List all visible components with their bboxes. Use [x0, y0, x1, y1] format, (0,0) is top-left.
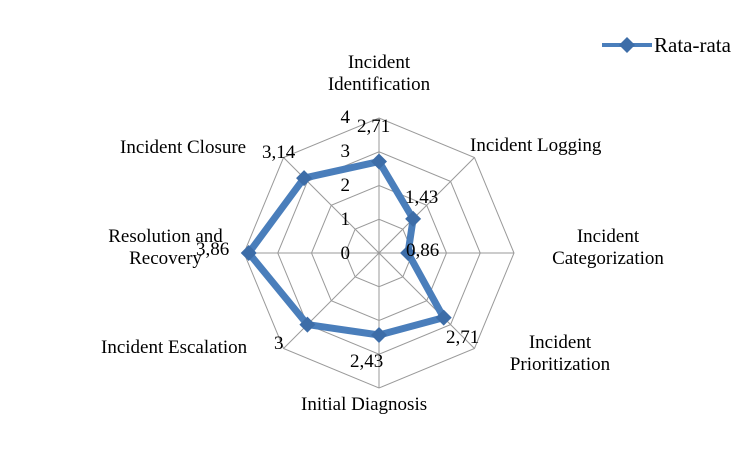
axis-label-incident-logging: Incident Logging — [470, 135, 601, 157]
axis-label-incident-prioritization-line2: Prioritization — [509, 354, 611, 375]
axis-label-incident-categorization-line1: Incident — [576, 226, 640, 247]
value-label-incident-identification: 2,71 — [357, 116, 391, 137]
axis-label-incident-identification-line1: Incident — [347, 52, 411, 73]
series-marker-2 — [400, 245, 417, 261]
radial-tick-1: 1 — [340, 209, 351, 230]
radar-axis-spoke-1 — [378, 157, 475, 254]
series-marker-4 — [371, 327, 387, 344]
value-label-incident-prioritization: 2,71 — [446, 327, 480, 348]
series-marker-6 — [240, 245, 257, 261]
axis-label-incident-closure: Incident Closure — [120, 137, 246, 159]
series-marker-1 — [405, 210, 422, 227]
axis-label-incident-categorization: Incident Categorization — [528, 226, 688, 270]
axis-label-resolution-and-recovery: Resolution and Recovery — [88, 226, 243, 270]
series-marker-5 — [299, 316, 316, 333]
radial-tick-2: 2 — [340, 175, 351, 196]
legend-series-swatch — [600, 34, 654, 56]
chart-legend: Rata-rata — [600, 31, 731, 59]
axis-label-incident-escalation: Incident Escalation — [101, 337, 247, 359]
value-label-incident-categorization: 0,86 — [406, 240, 440, 261]
axis-label-incident-prioritization: Incident Prioritization — [485, 332, 635, 376]
axis-label-resolution-and-recovery-line1: Resolution and — [108, 226, 223, 247]
legend-series-label: Rata-rata — [654, 33, 731, 57]
radial-tick-4: 4 — [340, 107, 351, 128]
value-label-initial-diagnosis: 2,43 — [350, 351, 384, 372]
value-label-incident-logging: 1,43 — [405, 187, 439, 208]
axis-label-initial-diagnosis: Initial Diagnosis — [301, 394, 427, 416]
series-marker-0 — [371, 153, 387, 170]
radial-tick-0: 0 — [340, 243, 351, 264]
radar-axis-spoke-3 — [378, 252, 475, 349]
axis-label-incident-closure-text: Incident Closure — [120, 137, 247, 158]
axis-label-incident-identification-line2: Identification — [327, 74, 431, 95]
series-marker-3 — [435, 309, 452, 326]
radial-tick-3: 3 — [340, 141, 351, 162]
radar-axis-spoke-7 — [283, 157, 380, 254]
axis-label-incident-identification: Incident Identification — [304, 52, 454, 96]
axis-label-incident-escalation-text: Incident Escalation — [101, 337, 248, 358]
series-marker-7 — [296, 170, 313, 187]
axis-label-incident-prioritization-line1: Incident — [528, 332, 592, 353]
value-label-incident-closure: 3,14 — [262, 142, 296, 163]
axis-label-resolution-and-recovery-line2: Recovery — [129, 248, 202, 269]
value-label-incident-escalation: 3 — [274, 333, 284, 354]
radar-axis-spoke-5 — [283, 252, 380, 349]
value-label-resolution-and-recovery: 3,86 — [196, 239, 230, 260]
axis-label-initial-diagnosis-text: Initial Diagnosis — [301, 394, 428, 415]
radar-series-markers — [240, 153, 452, 344]
axis-label-incident-categorization-line2: Categorization — [552, 248, 664, 269]
axis-label-incident-logging-text: Incident Logging — [470, 135, 602, 156]
diamond-marker-icon — [602, 37, 652, 53]
